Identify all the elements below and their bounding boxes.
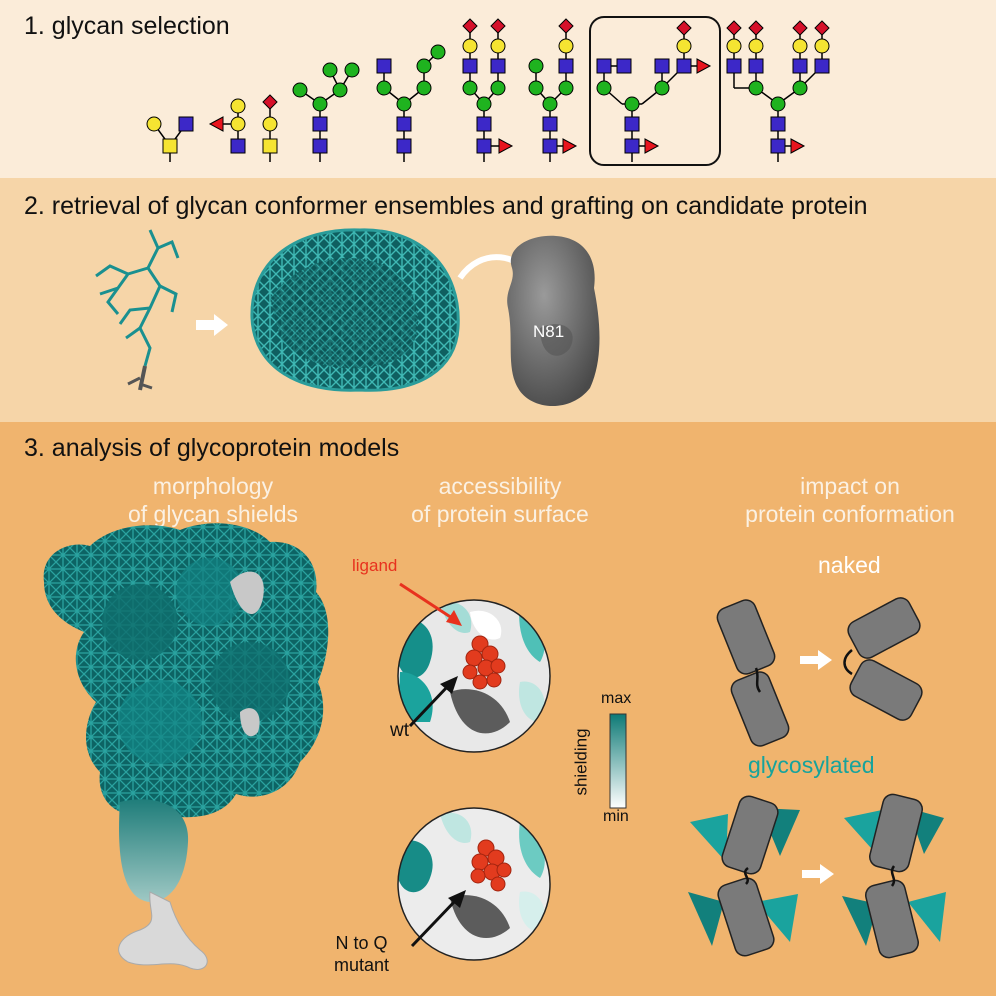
glycan-2 (209, 98, 246, 154)
panel-glycan-selection: 1. glycan selection (0, 0, 996, 178)
arrow-right-icon (196, 314, 228, 336)
panel-2-title: 2. retrieval of glycan conformer ensembl… (24, 192, 868, 220)
glycosylated-arrow-icon (802, 864, 834, 884)
glycosylated-label: glycosylated (748, 752, 875, 778)
glycan-shield-model (43, 523, 329, 970)
col1-heading-line2: of glycan shields (127, 501, 299, 527)
mutant-label-line1: N to Q (335, 933, 388, 953)
col3-heading-line1: impact on (800, 473, 900, 499)
naked-label: naked (818, 552, 881, 578)
glycan-oligomannose (292, 62, 360, 162)
ligand-label: ligand (352, 556, 398, 575)
glycosylated-domains-before (688, 795, 800, 957)
glycan-core1 (146, 116, 194, 162)
col2-heading: accessibility of protein surface (370, 472, 630, 528)
grafting-illustration (95, 228, 600, 407)
glycan-complex-sialylated (462, 18, 513, 162)
mutant-label-line2: mutant (334, 955, 390, 975)
glycan-selected (596, 20, 711, 162)
glycan-complex-agalacto (376, 44, 446, 162)
col3-heading: impact on protein conformation (720, 472, 980, 528)
analysis-illustrations (43, 523, 946, 970)
glycan-3 (262, 94, 278, 162)
col1-heading-line1: morphology (152, 473, 274, 499)
col1-heading: morphology of glycan shields (88, 472, 338, 528)
selected-glycan-box (589, 16, 721, 166)
scale-min-label: min (603, 808, 629, 825)
shielding-colorbar (609, 713, 627, 809)
col2-heading-line1: accessibility (438, 473, 562, 499)
glycan-complex-hybrid (528, 18, 577, 162)
panel-analysis: 3. analysis of glycoprotein models morph… (0, 422, 996, 996)
candidate-protein (507, 235, 600, 407)
panel-1-title: 1. glycan selection (24, 12, 230, 40)
naked-arrow-icon (800, 650, 832, 670)
col3-heading-line2: protein conformation (745, 501, 955, 527)
mutant-arrow (410, 898, 458, 948)
mutant-label: N to Q mutant (334, 932, 389, 976)
single-glycan-conformer (95, 229, 180, 391)
glycan-tetra-antennary (726, 20, 830, 162)
naked-domains (716, 597, 923, 747)
ligand-spheres (462, 635, 506, 690)
glycan-structures (146, 16, 830, 166)
shielding-label: shielding (571, 728, 591, 796)
scale-max-label: max (601, 690, 632, 707)
col2-heading-line2: of protein surface (411, 501, 589, 527)
panel-grafting: 2. retrieval of glycan conformer ensembl… (0, 178, 996, 422)
accessibility-view-wt (397, 599, 551, 753)
wt-label: wt (390, 720, 409, 741)
ligand-arrow (399, 582, 453, 620)
glycosylated-domains-after (842, 793, 946, 959)
wt-arrow (408, 684, 450, 728)
panel-3-title: 3. analysis of glycoprotein models (24, 434, 400, 462)
ligand-spheres-mutant (470, 839, 512, 892)
glycosylation-site-label: N81 (533, 322, 565, 341)
